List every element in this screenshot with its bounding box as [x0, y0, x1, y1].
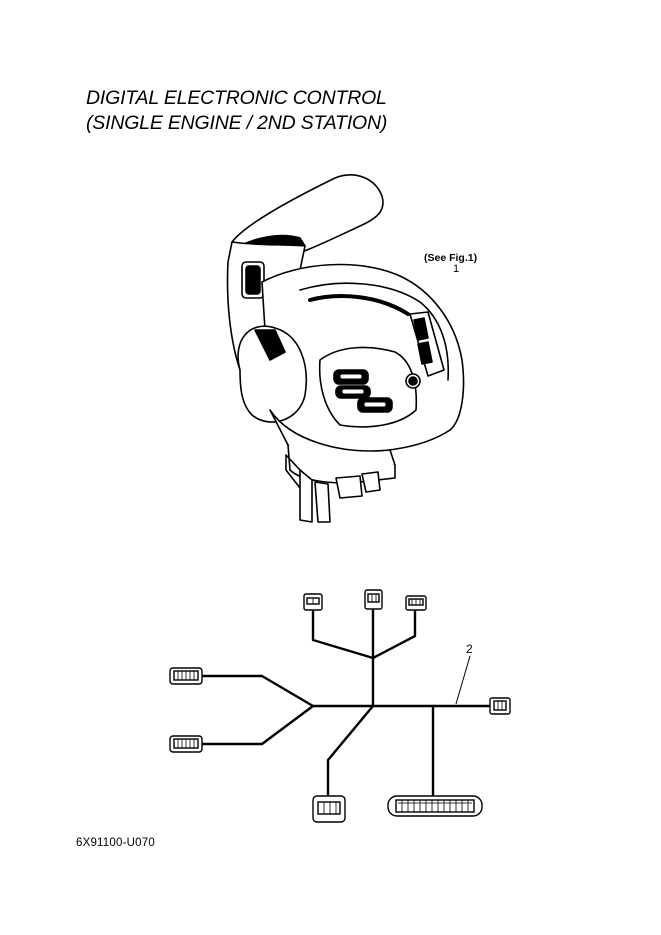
part-number: 6X91100-U070 — [76, 837, 155, 849]
title-line-1: DIGITAL ELECTRONIC CONTROL — [86, 87, 387, 109]
callout-item-2: 2 — [466, 642, 473, 656]
callout-item-1: 1 — [452, 263, 460, 275]
title-line-2: (SINGLE ENGINE / 2ND STATION) — [86, 112, 388, 134]
page-title: DIGITAL ELECTRONIC CONTROL (SINGLE ENGIN… — [86, 86, 387, 136]
callout-see-fig: (See Fig.1) — [424, 252, 478, 264]
